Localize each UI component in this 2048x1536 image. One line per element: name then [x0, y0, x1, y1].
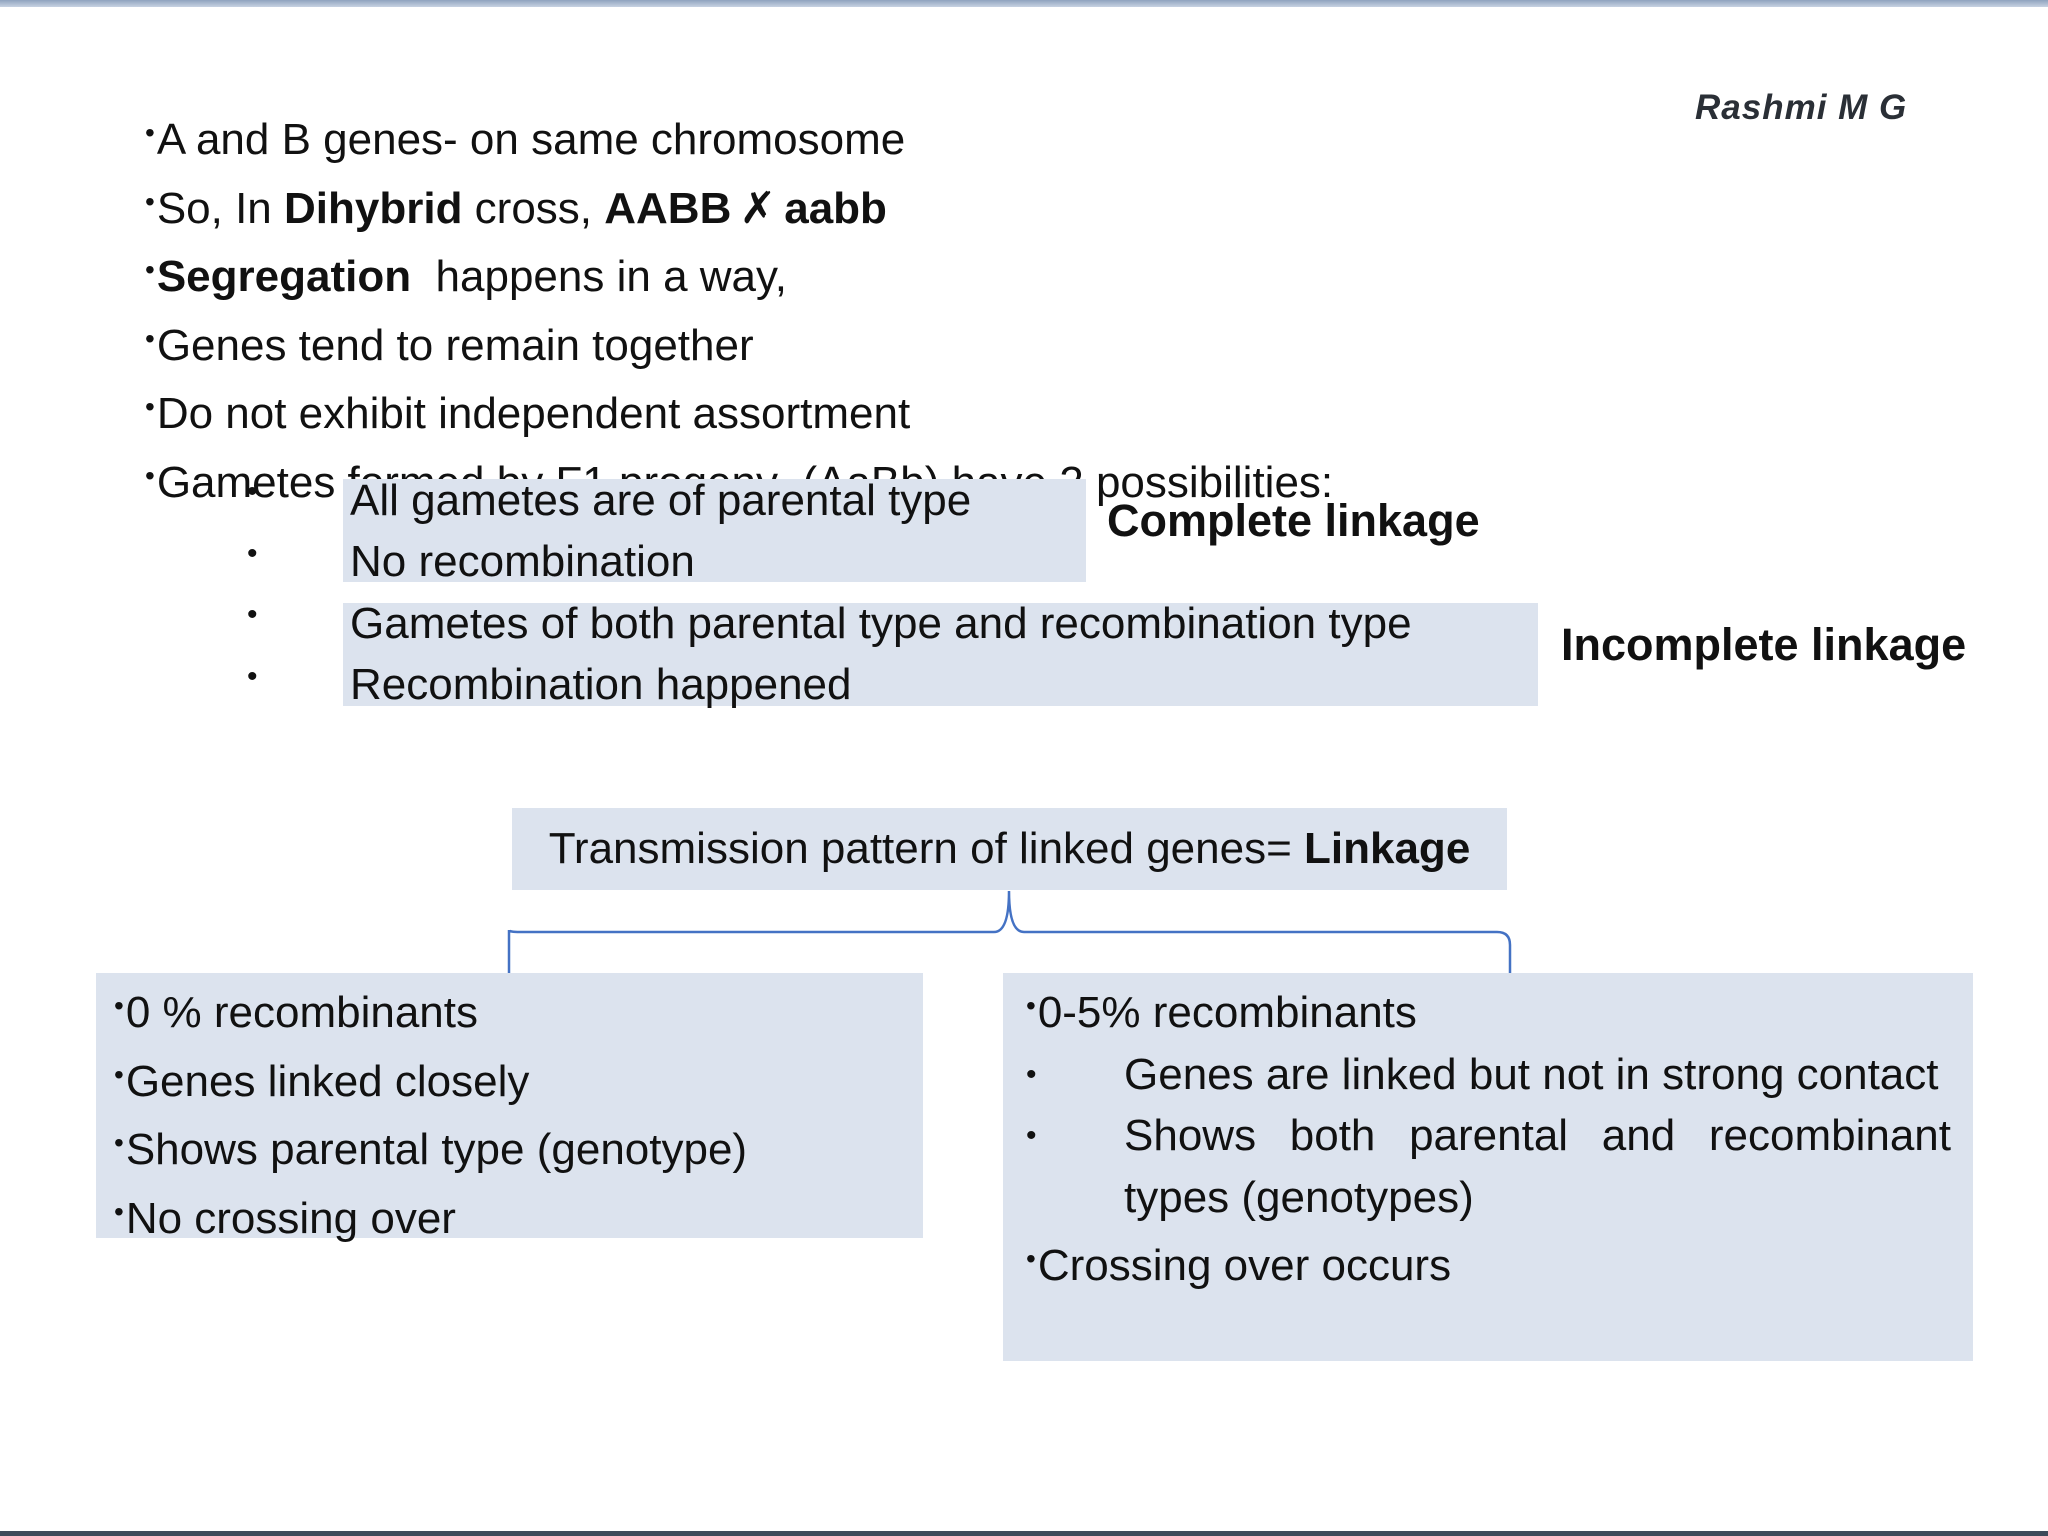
bottom-rule	[0, 1531, 2048, 1536]
panel-bullet: •No crossing over	[114, 1193, 456, 1243]
panel-bullet: •0-5% recombinants	[1026, 988, 1417, 1037]
bullet-line: •So, In Dihybrid cross, AABB✗aabb	[145, 171, 1333, 240]
complete-linkage-label: Complete linkage	[1107, 495, 1480, 546]
bullet-line: •Segregation happens in a way,	[145, 252, 787, 301]
complete-linkage-highlight	[343, 479, 1086, 582]
incomplete-item: Recombination happened	[350, 660, 852, 709]
bullet-dot: •	[247, 660, 258, 693]
bullet-line: •Genes tend to remain together	[145, 320, 754, 370]
complete-item: All gametes are of parental type	[350, 476, 972, 525]
panel-bullet: •0 % recombinants	[114, 988, 478, 1037]
bullet-line: •A and B genes- on same chromosome	[145, 115, 906, 164]
cross-symbol: ✗	[739, 183, 777, 233]
brace-connector	[507, 890, 1512, 973]
bullet-dot: •	[247, 537, 258, 570]
bullet-dot: •	[247, 598, 258, 631]
panel-bullet: •Shows parental type (genotype)	[114, 1125, 748, 1174]
panel-hanging-bullet: •Shows both parental and recombinant typ…	[1026, 1111, 1951, 1222]
panel-bullet: •Genes linked closely	[114, 1056, 530, 1106]
intro-bullets: •A and B genes- on same chromosome •So, …	[145, 102, 1333, 513]
bullet-line: •Do not exhibit independent assortment	[145, 389, 911, 438]
incomplete-linkage-highlight	[343, 603, 1538, 706]
bullet-dot: •	[247, 475, 258, 508]
incomplete-item: Gametes of both parental type and recomb…	[350, 599, 1412, 648]
panel-bullet: •Crossing over occurs	[1026, 1241, 1452, 1290]
complete-item: No recombination	[350, 537, 695, 586]
panel-hanging-bullet: •Genes are linked but not in strong cont…	[1026, 1049, 1939, 1099]
complete-linkage-panel: •0 % recombinants •Genes linked closely …	[96, 973, 923, 1243]
incomplete-linkage-label: Incomplete linkage	[1561, 619, 1967, 670]
linkage-definition-box: Transmission pattern of linked genes= Li…	[512, 808, 1507, 890]
incomplete-linkage-panel: •0-5% recombinants •Genes are linked but…	[1003, 973, 1973, 1361]
author-signature: Rashmi M G	[1695, 88, 1908, 127]
top-rule	[0, 0, 2048, 7]
